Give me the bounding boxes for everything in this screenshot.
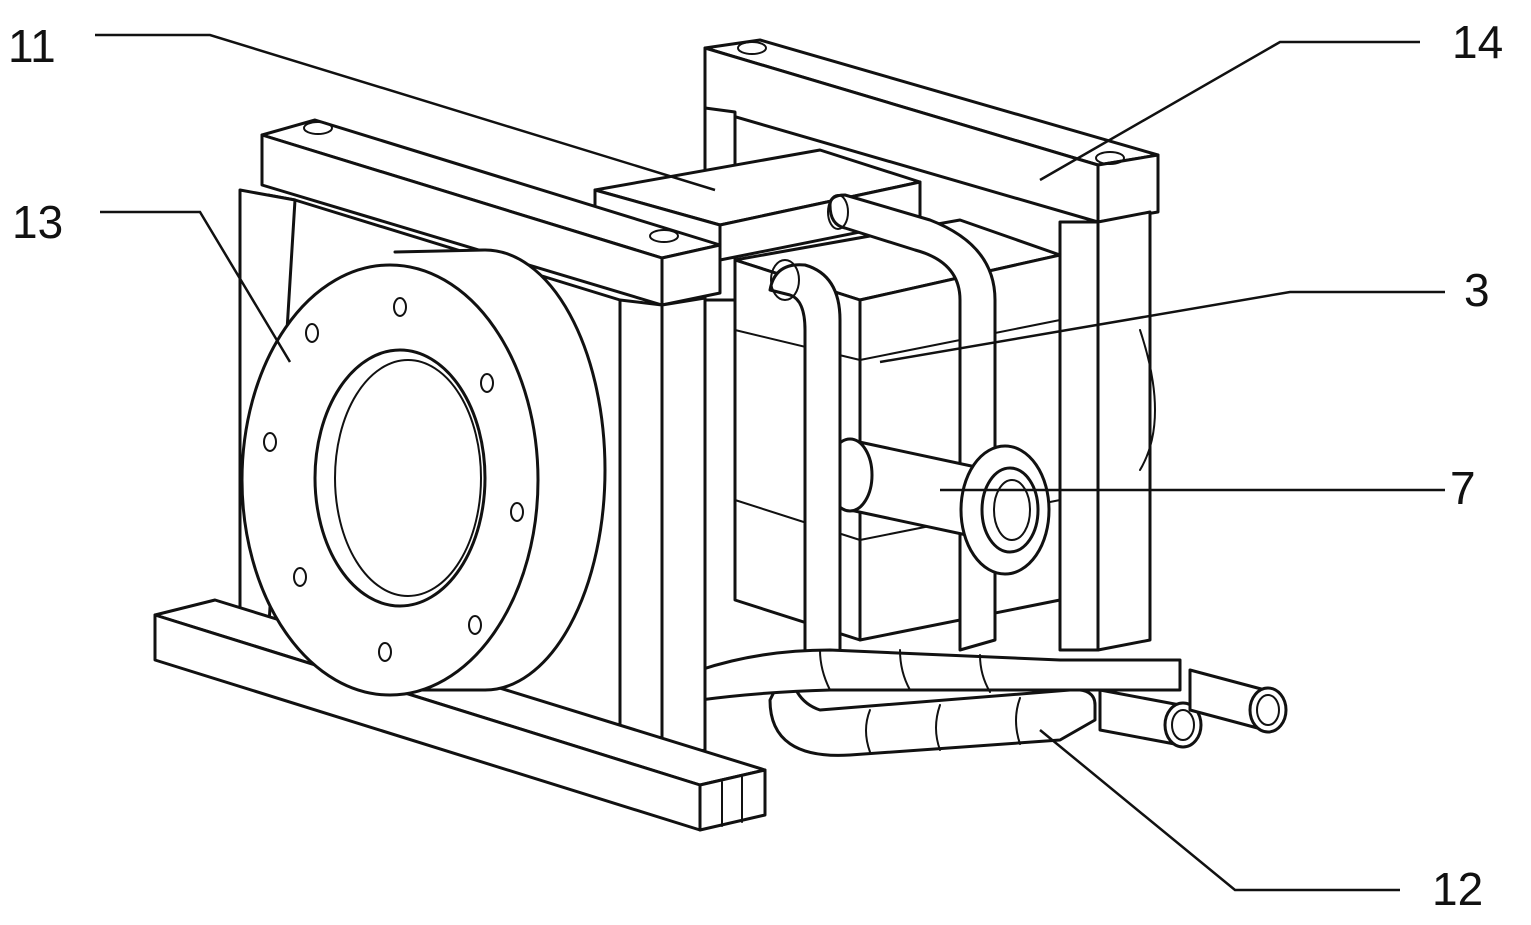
callout-11: 11 — [8, 20, 56, 72]
pipe-7 — [826, 437, 1051, 576]
callout-7: 7 — [1450, 462, 1476, 514]
callout-12: 12 — [1432, 863, 1483, 915]
leader-lines — [95, 33, 1445, 892]
callout-3: 3 — [1464, 264, 1490, 316]
flange-13 — [240, 248, 607, 697]
callout-14: 14 — [1452, 16, 1503, 68]
bottom-manifold-12 — [698, 259, 1288, 757]
callout-13: 13 — [12, 196, 63, 248]
